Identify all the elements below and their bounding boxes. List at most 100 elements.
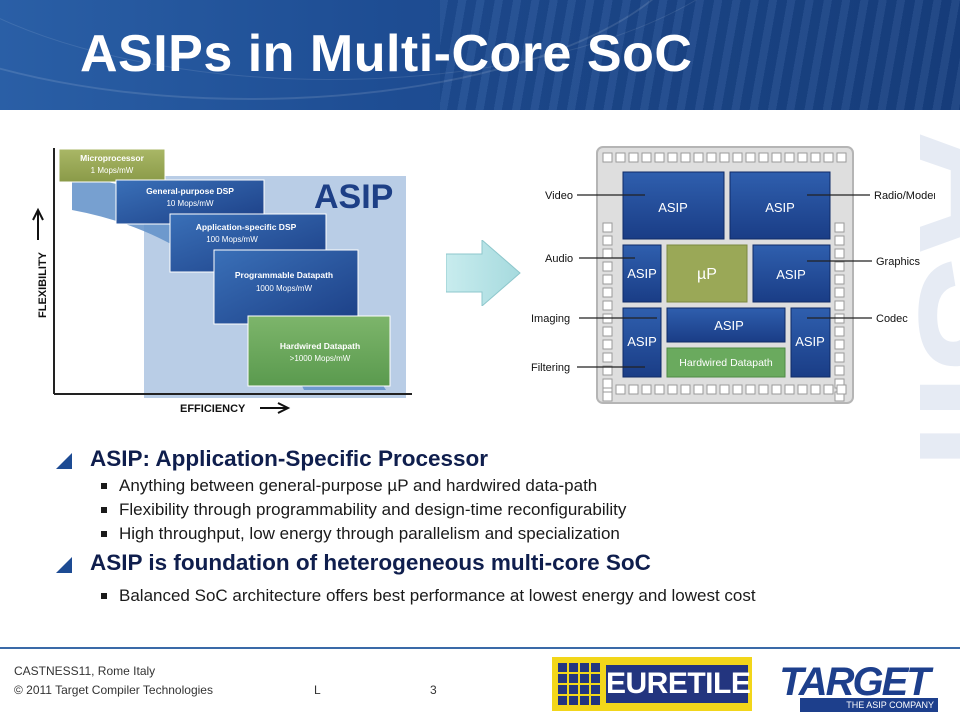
chip-pad [834,222,845,233]
box-hardwired-datapath: Hardwired Datapath >1000 Mops/mW [247,315,391,387]
euretile-grid-cell [591,685,600,694]
chip-pads [602,152,847,402]
chip-pad [834,365,845,376]
svg-text:µP: µP [697,266,717,283]
chip-pad [667,152,678,163]
euretile-grid-cell [558,674,567,683]
svg-text:ASIP: ASIP [627,334,657,349]
svg-text:ASIP: ASIP [714,318,744,333]
box-value: 1000 Mops/mW [256,284,312,293]
box-name: Hardwired Datapath [280,341,360,351]
footer-event: CASTNESS11, Rome Italy [14,664,156,678]
flexibility-efficiency-diagram: ASIP FLEXIBILITY EFFICIENCY Microprocess… [32,148,412,415]
chip-pad [834,339,845,350]
asip-region-label: ASIP [314,178,393,216]
euretile-grid-cell [591,696,600,705]
chip-pad [823,384,834,395]
block-hardwired-datapath: Hardwired Datapath [666,347,786,378]
chip-pad [641,384,652,395]
bullet-list: ASIP: Application-Specific Processor Any… [56,446,936,610]
chip-pad [602,391,613,402]
footer-letter: L [314,683,321,697]
bullet-text: Anything between general-purpose µP and … [119,476,598,495]
x-axis-label: EFFICIENCY [180,403,246,415]
chip-pad [602,248,613,259]
target-wordmark: TARGET [779,660,930,704]
box-name: Programmable Datapath [235,270,333,280]
chip-pad [797,152,808,163]
chip-pad [628,384,639,395]
svg-text:ASIP: ASIP [658,200,688,215]
chip-pad [628,152,639,163]
chip-pad [771,384,782,395]
chip-pad [823,152,834,163]
chip-pad [834,235,845,246]
chip-pad [654,152,665,163]
svg-text:ASIP: ASIP [795,334,825,349]
euretile-grid-cell [569,674,578,683]
block-asip-imaging: ASIP [622,307,662,378]
title-bar [0,0,960,110]
chip-pad [602,287,613,298]
block-asip-audio: ASIP [622,244,662,303]
euretile-grid-icon [558,663,600,705]
chip-pad [834,352,845,363]
bullet-heading: ASIP: Application-Specific Processor [90,446,489,471]
footer-copyright: © 2011 Target Compiler Technologies [14,683,213,697]
chip-pad [784,152,795,163]
chip-pad [836,384,847,395]
svg-text:ASIP: ASIP [776,267,806,282]
block-microprocessor: µP [666,244,748,303]
chip-pad [602,222,613,233]
euretile-grid-cell [591,663,600,672]
euretile-logo: EURETILE [552,657,752,711]
soc-label-filtering: Filtering [531,362,570,374]
chip-pad [834,274,845,285]
chip-pad [641,152,652,163]
soc-label-video: Video [545,190,573,202]
euretile-grid-cell [580,663,589,672]
chip-pad [602,300,613,311]
block-asip-graphics: ASIP [752,244,831,303]
chip-pad [680,384,691,395]
y-axis-label: FLEXIBILITY [37,251,49,318]
square-bullet-icon [101,483,107,489]
chip-pad [615,384,626,395]
chip-pad [834,326,845,337]
soc-label-graphics: Graphics [876,256,921,268]
chip-pad [771,152,782,163]
chip-pad [810,152,821,163]
chip-pad [834,300,845,311]
chip-pad [745,152,756,163]
chip-pad [602,339,613,350]
euretile-grid-cell [558,696,567,705]
box-name: Application-specific DSP [196,222,297,232]
block-asip-codec: ASIP [790,307,831,378]
bullet-level1: ASIP is foundation of heterogeneous mult… [56,550,936,580]
chip-pad [719,384,730,395]
title-bar-texture [440,0,960,110]
box-value: 100 Mops/mW [206,235,258,244]
box-microprocessor: Microprocessor 1 Mops/mW [58,148,166,183]
chip-pad [797,384,808,395]
euretile-grid-cell [580,674,589,683]
square-bullet-icon [101,593,107,599]
block-asip-video: ASIP [622,171,725,240]
x-axis-arrow-icon [260,402,291,414]
chip-pad [667,384,678,395]
bullet-text: High throughput, low energy through para… [119,524,620,543]
euretile-grid-cell [580,696,589,705]
chip-pad [602,235,613,246]
box-name: General-purpose DSP [146,186,234,196]
target-tagline: THE ASIP COMPANY [800,698,938,712]
block-asip-radio: ASIP [729,171,831,240]
chip-pad [719,152,730,163]
chip-pad [834,261,845,272]
triangle-bullet-icon [56,557,72,573]
svg-text:ASIP: ASIP [765,200,795,215]
chip-pad [602,352,613,363]
chip-pad [758,384,769,395]
euretile-wordmark: EURETILE [606,665,751,703]
chip-pad [758,152,769,163]
soc-label-imaging: Imaging [531,313,570,325]
